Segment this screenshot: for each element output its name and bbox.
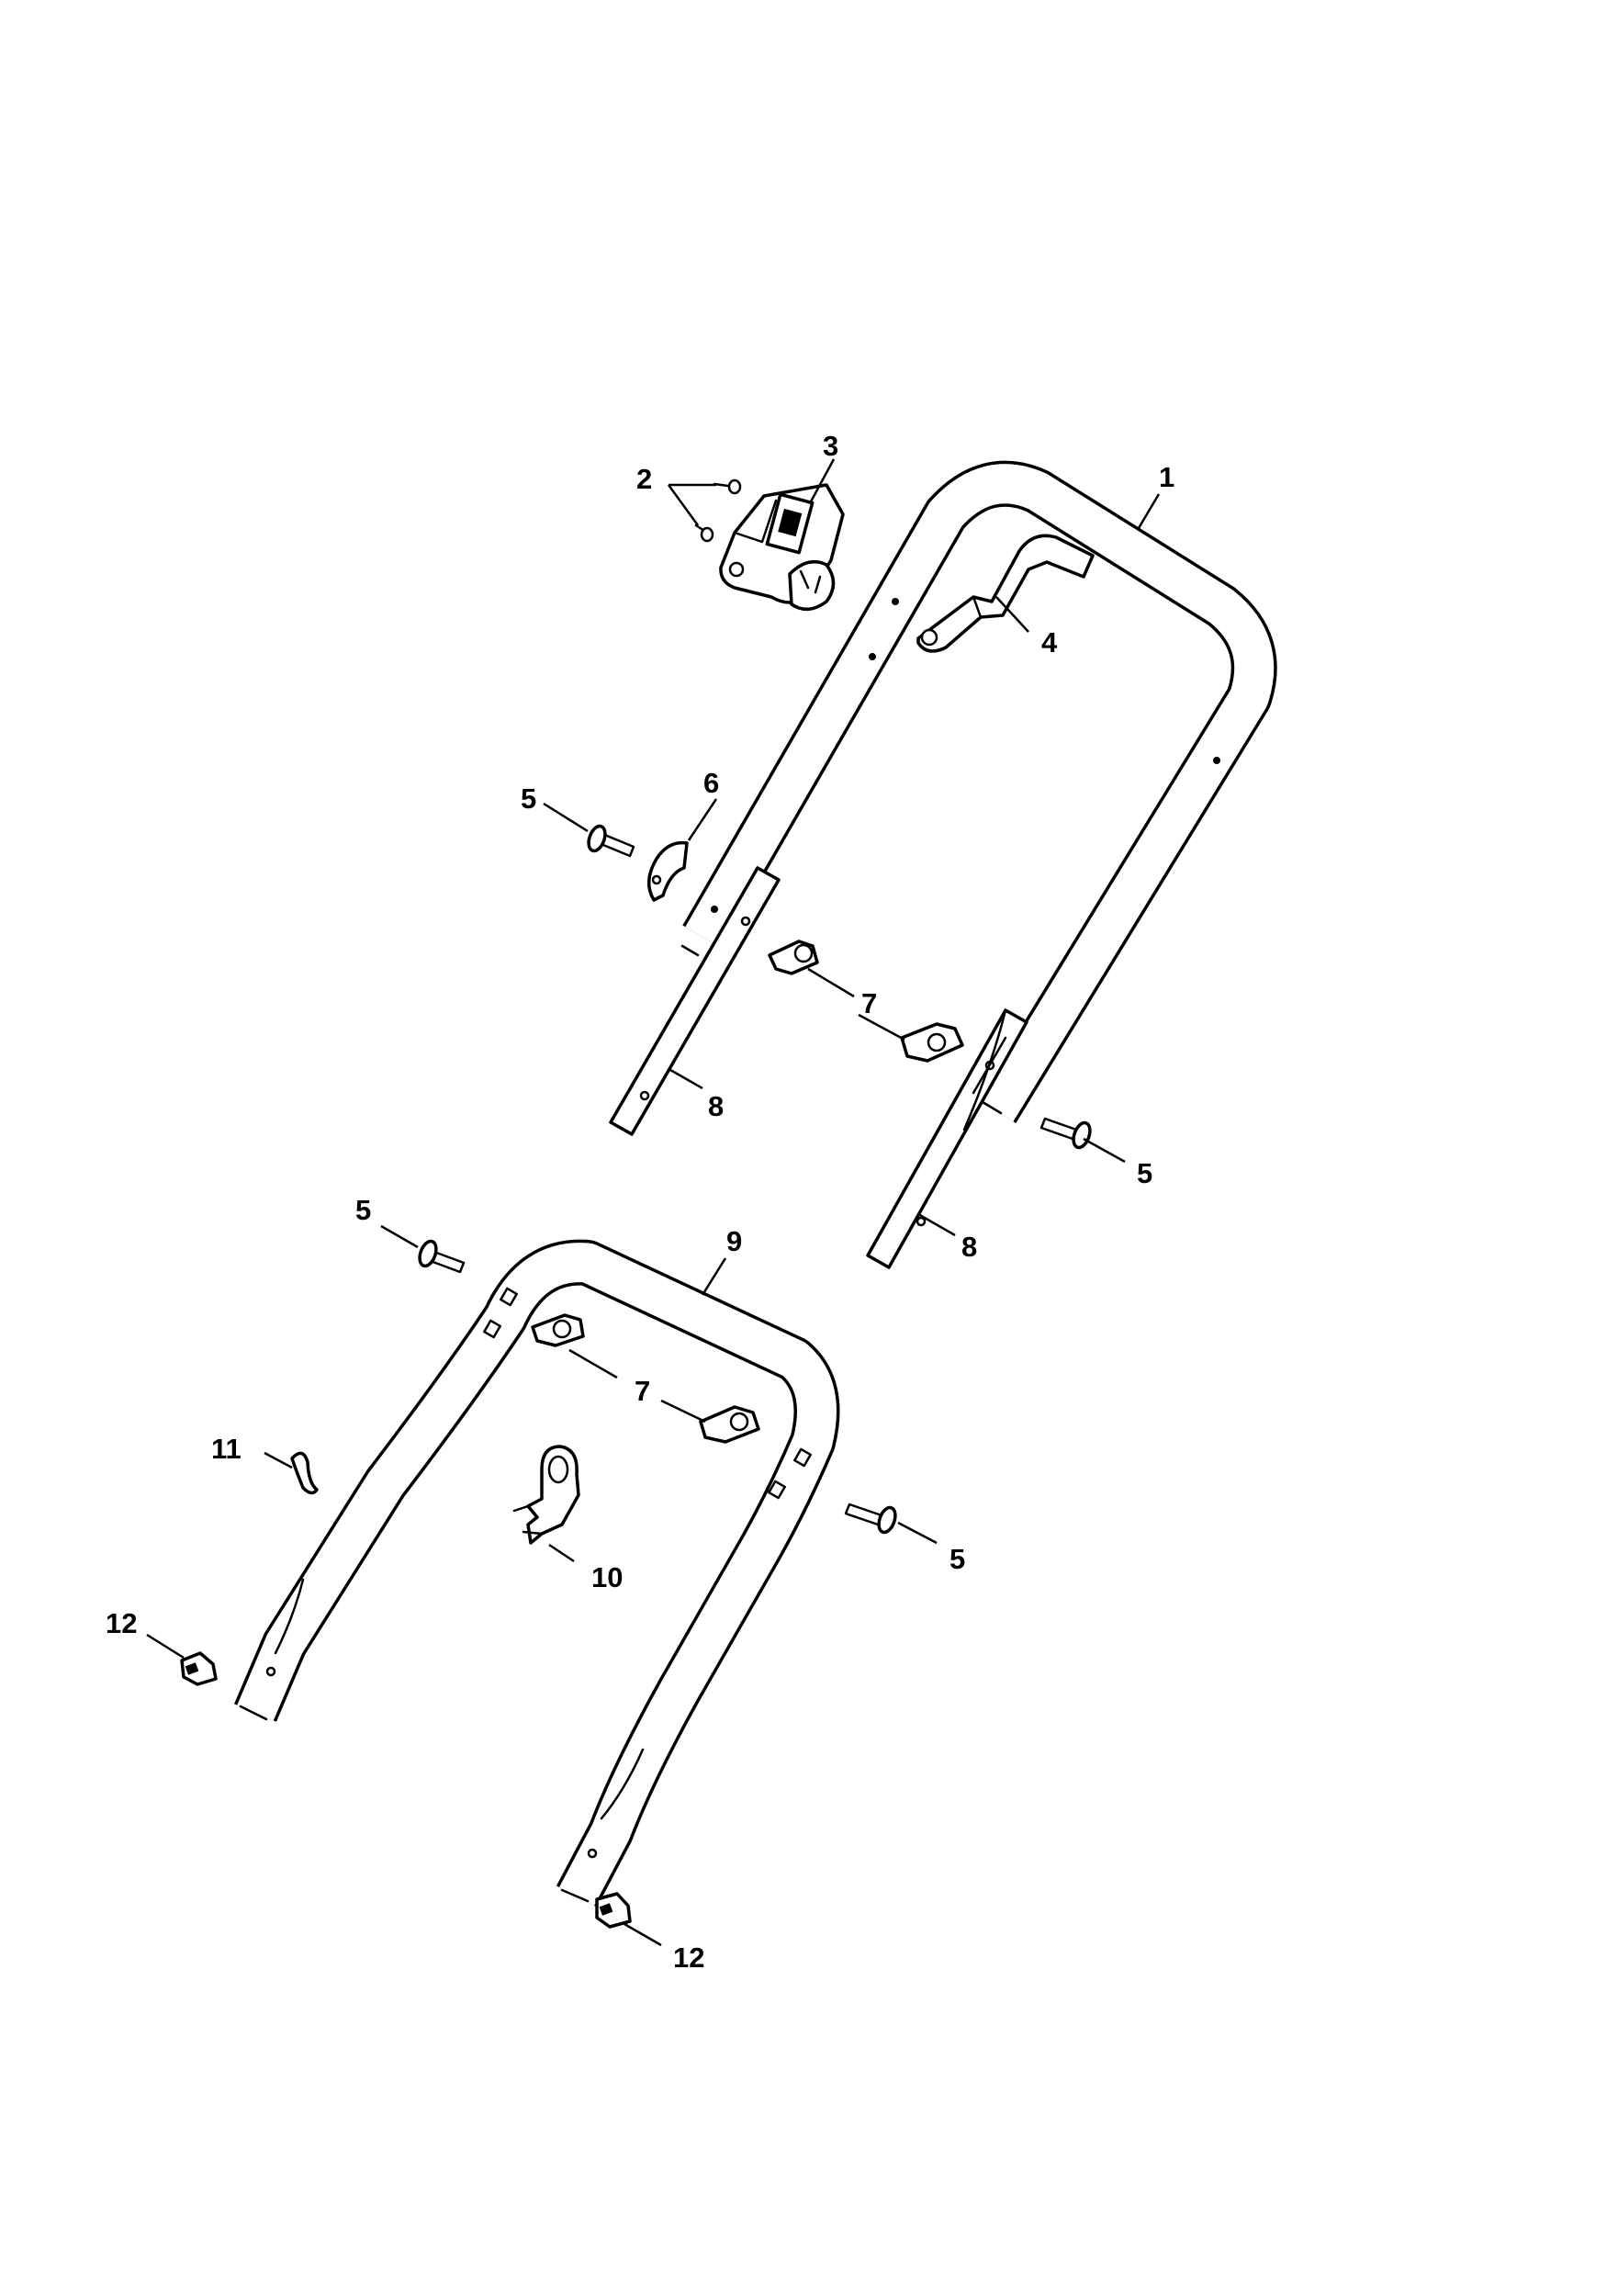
callout-5: 5: [355, 1194, 371, 1226]
screws: [694, 478, 742, 543]
bolt: [587, 824, 635, 858]
extension-tubes: [609, 866, 1028, 1269]
callout-5: 5: [521, 782, 536, 815]
callout-12: 12: [106, 1607, 137, 1639]
wing-knob: [900, 1022, 964, 1063]
extension-tube: [609, 866, 781, 1136]
bolt: [418, 1239, 466, 1274]
upper-handle-bar: [680, 460, 1277, 1124]
wing-knob: [531, 1313, 585, 1347]
screw: [713, 478, 742, 495]
callout-labels: 1 2 3 4 5 6 7 8 5 8 5 9 7 11 5 10 12 12: [106, 430, 1174, 1974]
knob: [180, 1651, 218, 1686]
extension-tube: [866, 1008, 1028, 1269]
callout-12: 12: [673, 1941, 704, 1974]
switch-box: [719, 483, 845, 611]
callout-5: 5: [949, 1543, 965, 1575]
callout-1: 1: [1159, 461, 1174, 493]
callout-3: 3: [823, 430, 838, 462]
bolt: [1039, 1117, 1092, 1150]
knob: [595, 1892, 632, 1929]
callout-5: 5: [1137, 1157, 1152, 1189]
callout-8: 8: [708, 1090, 724, 1122]
cable-bracket: [512, 1445, 580, 1545]
wing-knob: [768, 940, 819, 975]
callout-9: 9: [726, 1225, 742, 1257]
bottom-knobs: [180, 1651, 632, 1929]
leader-lines: [146, 458, 1161, 1947]
callout-7: 7: [635, 1375, 650, 1407]
callout-11: 11: [211, 1433, 242, 1465]
lower-handle-bar: [234, 1239, 840, 1908]
cable-clip: [647, 840, 689, 902]
callout-8: 8: [961, 1231, 977, 1263]
wing-knob: [699, 1405, 760, 1444]
wing-knobs: [531, 940, 964, 1444]
operator-lever: [916, 534, 1095, 653]
callout-6: 6: [703, 767, 719, 799]
callout-7: 7: [861, 987, 877, 1019]
bolt: [844, 1503, 897, 1535]
screw: [694, 523, 714, 543]
bolts: [418, 824, 1092, 1535]
callout-4: 4: [1041, 626, 1058, 658]
callout-2: 2: [636, 463, 652, 495]
callout-10: 10: [591, 1561, 623, 1593]
cable-hook: [290, 1451, 319, 1495]
